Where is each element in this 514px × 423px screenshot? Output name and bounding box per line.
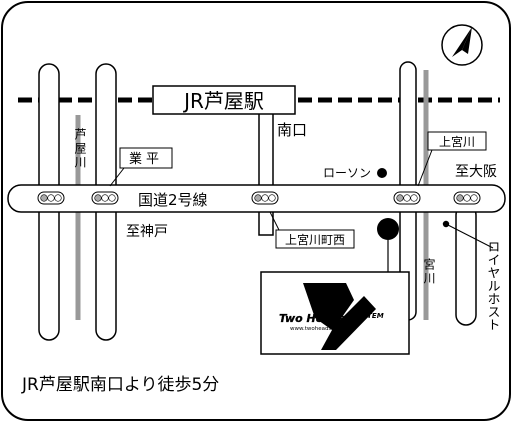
north-arrow-icon bbox=[441, 24, 483, 66]
royal-host-label: ロイヤルホスト bbox=[485, 240, 501, 331]
company-logo-mark bbox=[303, 283, 376, 350]
station-name: JR芦屋駅 bbox=[182, 89, 264, 113]
logo-text-two: Two Heads bbox=[279, 312, 346, 325]
south-exit-label: 南口 bbox=[277, 121, 307, 139]
svg-text:上宮川: 上宮川 bbox=[439, 134, 475, 149]
toward-kobe-label: 至神戸 bbox=[126, 224, 168, 240]
station-label: JR芦屋駅 bbox=[152, 85, 296, 115]
traffic-signal bbox=[37, 191, 65, 205]
traffic-signal bbox=[251, 191, 279, 205]
traffic-signal bbox=[453, 191, 481, 205]
logo-text-system: SYSTEM bbox=[352, 312, 384, 320]
svg-text:業平: 業平 bbox=[129, 151, 163, 167]
footer-directions: JR芦屋駅南口より徒歩5分 bbox=[21, 375, 219, 395]
kamimiyagawa-nishi-label: 上宮川町西 bbox=[269, 211, 355, 249]
gyohei-label: 業平 bbox=[109, 147, 173, 187]
toward-osaka-label: 至大阪 bbox=[455, 164, 497, 180]
company-logo-box: Two Heads SYSTEM www.twoheads.co.jp bbox=[260, 271, 410, 355]
kamimiyagawa-label: 上宮川 bbox=[417, 131, 487, 187]
miyagawa-river-label: 宮川 bbox=[422, 257, 436, 286]
office-marker bbox=[377, 218, 399, 240]
ashiya-river-label: 芦屋川 bbox=[73, 128, 87, 170]
svg-text:上宮川町西: 上宮川町西 bbox=[285, 232, 345, 247]
lawson-label: ローソン bbox=[323, 166, 371, 180]
lawson-marker bbox=[377, 168, 387, 178]
route-2-label: 国道2号線 bbox=[138, 191, 208, 209]
traffic-signal bbox=[393, 191, 421, 205]
logo-url: www.twoheads.co.jp bbox=[290, 326, 347, 332]
traffic-signal bbox=[91, 191, 119, 205]
traffic-signals bbox=[37, 191, 481, 205]
